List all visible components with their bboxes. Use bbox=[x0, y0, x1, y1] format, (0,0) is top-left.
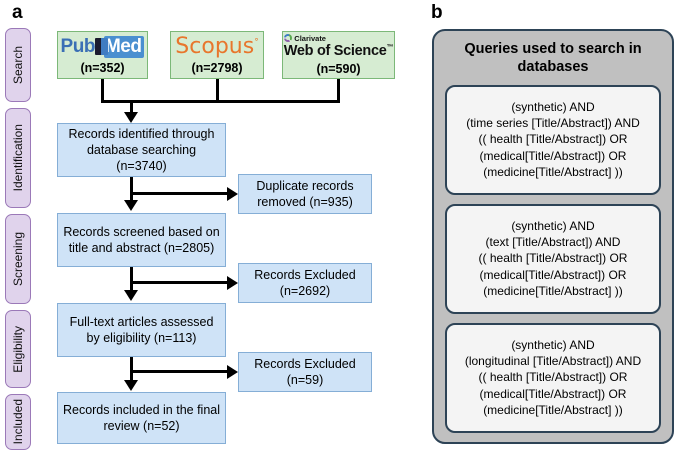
flow-box-fulltext-assessed: Full-text articles assessed by eligibili… bbox=[57, 303, 226, 357]
pubmed-logo: Pub Med bbox=[60, 35, 145, 58]
book-icon bbox=[94, 37, 108, 56]
phase-label: Search bbox=[11, 45, 25, 85]
connector-pubmed-down bbox=[101, 79, 104, 103]
phase-chip-screening: Screening bbox=[5, 214, 31, 304]
web-of-science-count: (n=590) bbox=[316, 61, 361, 76]
phase-chip-included: Included bbox=[5, 394, 31, 450]
arrow-to-screened bbox=[124, 200, 138, 211]
arrow-to-fulltext bbox=[124, 290, 138, 301]
panel-label-a: a bbox=[12, 2, 23, 23]
phase-chip-identification: Identification bbox=[5, 108, 31, 208]
flow-box-duplicates-removed: Duplicate records removed (n=935) bbox=[238, 174, 372, 214]
connector-screened-down bbox=[130, 267, 133, 293]
pubmed-logo-pub: Pub bbox=[60, 36, 96, 57]
connector-identified-down bbox=[130, 177, 133, 203]
wos-text: Web of Science bbox=[283, 43, 387, 60]
flow-box-excluded-screening: Records Excluded (n=2692) bbox=[238, 263, 372, 303]
scopus-registered-mark: ° bbox=[254, 37, 259, 48]
phase-chip-eligibility: Eligibility bbox=[5, 310, 31, 388]
connector-branch-excluded-eligibility bbox=[130, 370, 229, 373]
scopus-count: (n=2798) bbox=[191, 60, 243, 75]
clarivate-logo-icon bbox=[283, 34, 292, 43]
arrow-to-identified bbox=[124, 112, 138, 123]
queries-panel: Queries used to search in databases (syn… bbox=[432, 29, 674, 444]
clarivate-label: Clarivate bbox=[294, 33, 326, 43]
phase-label: Eligibility bbox=[11, 325, 25, 373]
database-box-pubmed: Pub Med (n=352) bbox=[57, 31, 148, 79]
connector-branch-excluded-screening bbox=[130, 281, 229, 284]
flow-box-screened: Records screened based on title and abst… bbox=[57, 213, 226, 267]
scopus-logo-text: Scopus bbox=[175, 33, 255, 59]
phase-label: Included bbox=[11, 399, 25, 445]
database-box-scopus: Scopus° (n=2798) bbox=[170, 31, 264, 79]
phase-label: Identification bbox=[11, 124, 25, 192]
arrow-to-included bbox=[124, 380, 138, 391]
pubmed-count: (n=352) bbox=[80, 60, 125, 75]
phase-label: Screening bbox=[11, 231, 25, 287]
panel-label-b: b bbox=[431, 2, 443, 23]
scopus-logo: Scopus° bbox=[175, 33, 259, 59]
web-of-science-logo: Clarivate Web of Science™ bbox=[283, 33, 394, 60]
pubmed-logo-med: Med bbox=[103, 35, 145, 58]
trademark-mark: ™ bbox=[386, 44, 394, 52]
phase-chip-search: Search bbox=[5, 28, 31, 102]
flow-box-excluded-eligibility: Records Excluded (n=59) bbox=[238, 352, 372, 392]
clarivate-row: Clarivate bbox=[283, 33, 326, 43]
arrow-to-duplicates bbox=[227, 187, 238, 201]
connector-merge-to-identified bbox=[130, 100, 133, 117]
connector-scopus-down bbox=[216, 79, 219, 103]
connector-branch-duplicates bbox=[130, 192, 229, 195]
queries-panel-title: Queries used to search in databases bbox=[464, 41, 642, 76]
query-card-time-series: (synthetic) AND (time series [Title/Abst… bbox=[445, 84, 661, 195]
query-card-text: (synthetic) AND (text [Title/Abstract]) … bbox=[445, 203, 661, 314]
database-box-web-of-science: Clarivate Web of Science™ (n=590) bbox=[282, 31, 395, 79]
connector-databases-merge bbox=[101, 100, 340, 103]
connector-wos-down bbox=[337, 79, 340, 103]
query-card-longitudinal: (synthetic) AND (longitudinal [Title/Abs… bbox=[445, 322, 661, 433]
flow-box-included-final: Records included in the final review (n=… bbox=[57, 392, 226, 444]
arrow-to-excluded-screening bbox=[227, 276, 238, 290]
web-of-science-name: Web of Science™ bbox=[283, 43, 394, 60]
arrow-to-excluded-eligibility bbox=[227, 365, 238, 379]
flow-box-identified: Records identified through database sear… bbox=[57, 123, 226, 177]
